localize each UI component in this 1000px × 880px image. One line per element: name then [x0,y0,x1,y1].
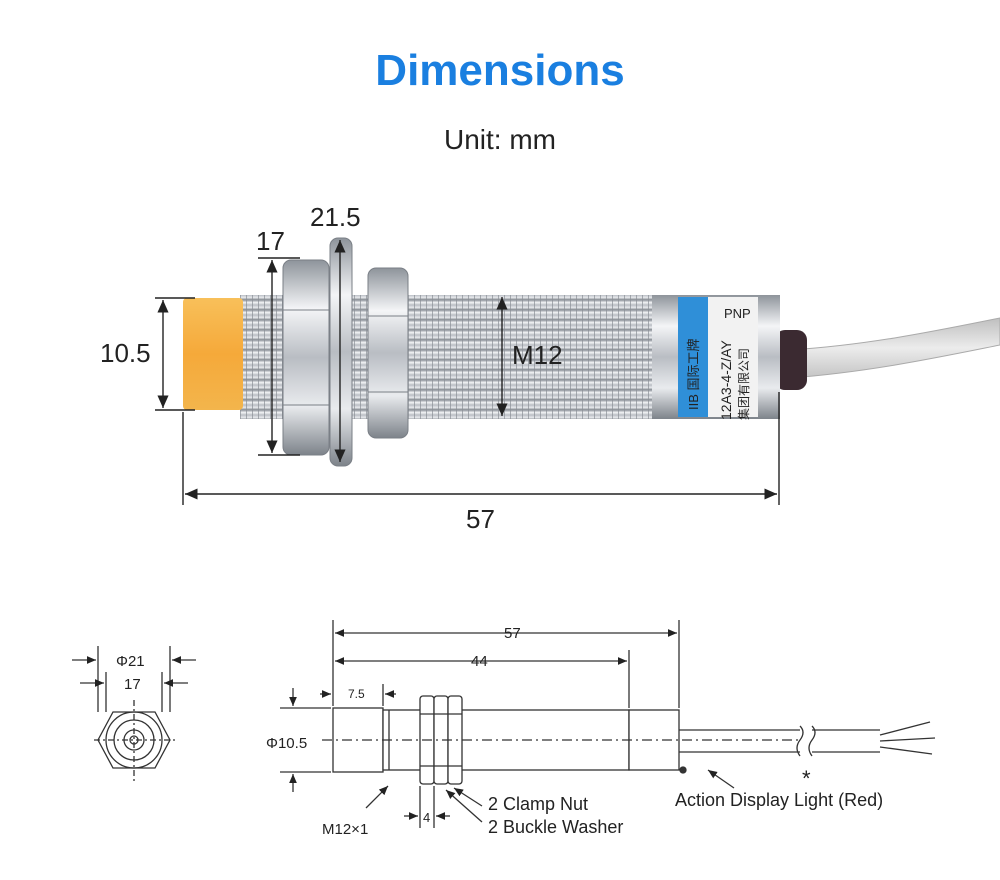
end-dia-outer: Φ21 [116,653,145,670]
end-dia-inner: 17 [124,676,141,693]
clamp-nut-left [282,259,330,456]
dim-tip-length: 7.5 [348,687,365,701]
buckle-washer [329,237,353,467]
photo-dim-length: 57 [466,504,495,534]
brand-band [678,297,708,417]
brand-text: IIB 国际工牌 [686,338,701,410]
clamp-nut-right [367,267,409,439]
unit-subtitle: Unit: mm [444,124,556,155]
buckle-washer-label: 2 Buckle Washer [488,817,623,837]
photo-dim-washer: 21.5 [310,202,361,232]
page-title: Dimensions [375,46,625,95]
photo-dim-nut: 17 [256,226,285,256]
asterisk-mark: * [802,766,811,791]
photo-dim-diameter: 10.5 [100,338,151,368]
cable-boot [775,330,807,390]
dim-tip-diameter: Φ10.5 [266,735,307,752]
thread-spec: M12×1 [322,821,368,838]
label-area [708,297,758,417]
photo-dimension-lines [155,240,780,505]
sensor-tip [183,298,243,410]
dim-total-length: 57 [504,625,521,642]
cable [789,317,1000,379]
clamp-nut-label: 2 Clamp Nut [488,794,588,814]
sensor-photo: IIB 国际工牌 PNP 12A3-4-Z/AY 集团有限公司 [183,237,1000,467]
dim-body-length: 44 [471,653,488,670]
label-line-3: 集团有限公司 [736,348,751,420]
label-line-1: PNP [724,306,751,321]
dim-nut-width: 4 [423,810,430,825]
end-view-drawing [72,646,196,784]
label-line-2: 12A3-4-Z/AY [718,339,734,420]
photo-dim-thread: M12 [512,340,563,370]
side-view-drawing [280,620,936,828]
action-light-label: Action Display Light (Red) [675,790,883,810]
